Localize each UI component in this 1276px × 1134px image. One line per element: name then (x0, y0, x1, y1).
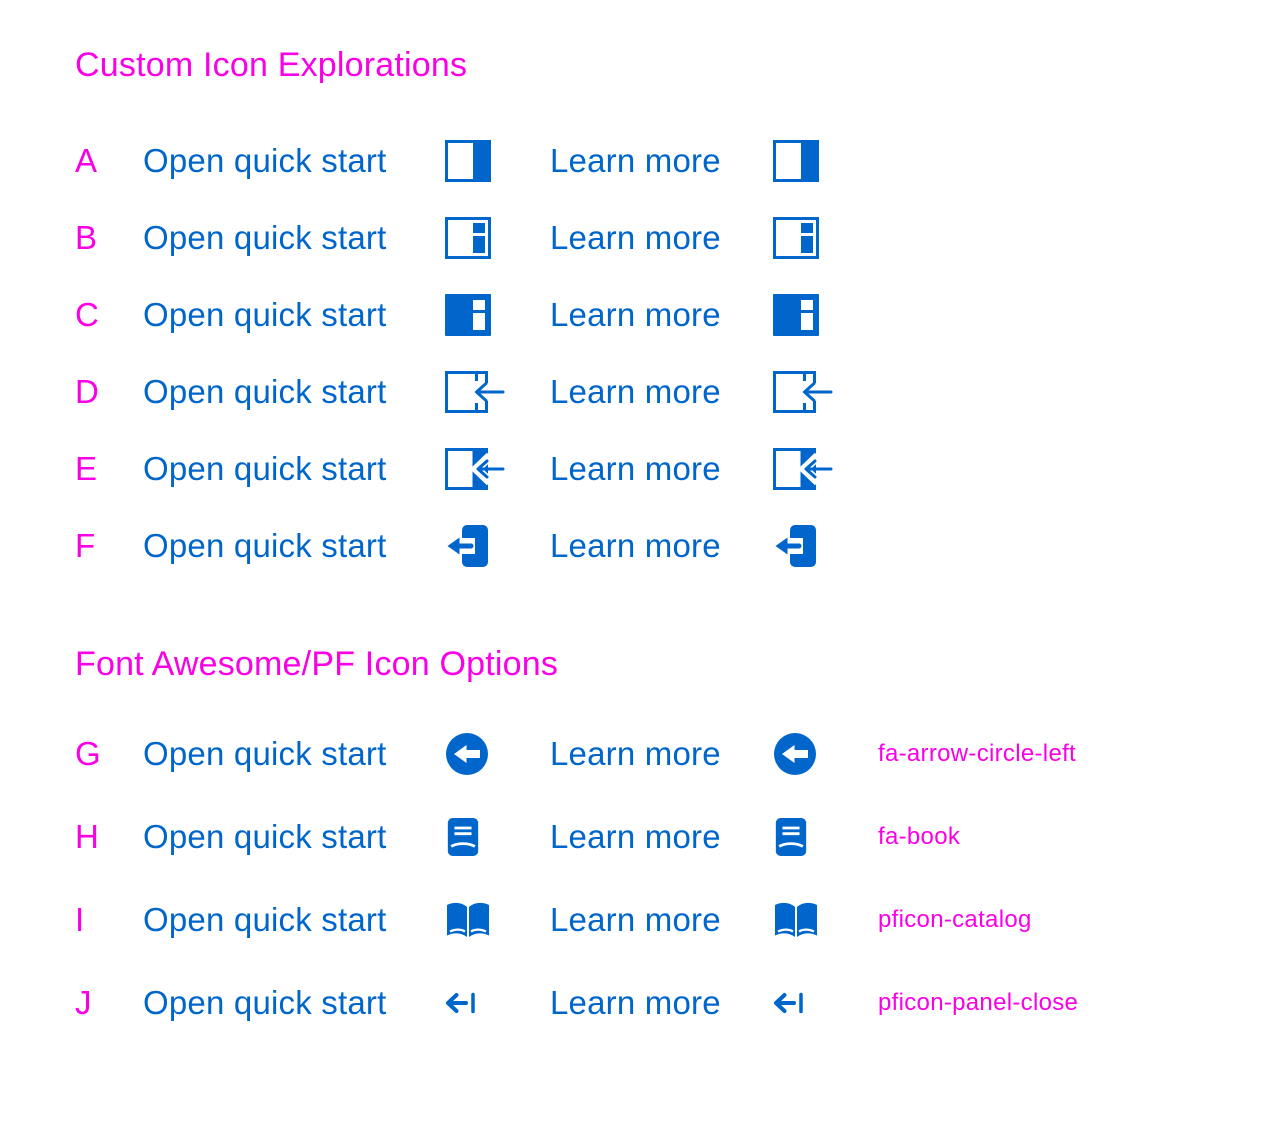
row-letter: A (75, 141, 98, 179)
open-quick-start-link[interactable]: Open quick start (143, 141, 387, 179)
icon-name-label: fa-arrow-circle-left (878, 739, 1077, 767)
open-quick-start-link[interactable]: Open quick start (143, 372, 387, 410)
door-exit-arrow-icon[interactable] (773, 525, 878, 567)
collapse-panel-arrow-outline-icon[interactable] (445, 371, 550, 413)
open-quick-start-link[interactable]: Open quick start (143, 526, 387, 564)
learn-more-link[interactable]: Learn more (550, 734, 721, 772)
open-quick-start-link[interactable]: Open quick start (143, 734, 387, 772)
icon-option-row-e: E Open quick start Learn more (75, 430, 1276, 507)
fa-book-icon[interactable] (445, 817, 550, 857)
icon-option-row-d: D Open quick start Learn more (75, 353, 1276, 430)
open-quick-start-link[interactable]: Open quick start (143, 817, 387, 855)
pficon-panel-close-icon[interactable] (773, 990, 878, 1016)
icon-name-label: pficon-panel-close (878, 988, 1079, 1016)
collapse-panel-arrow-outline-icon[interactable] (773, 371, 878, 413)
panel-right-content-outline-icon[interactable] (445, 217, 550, 259)
pficon-catalog-icon[interactable] (445, 900, 550, 940)
icon-option-row-c: C Open quick start Learn more (75, 276, 1276, 353)
icon-option-row-g: G Open quick start Learn more fa-arrow-c… (75, 712, 1276, 795)
panel-right-content-solid-icon[interactable] (773, 294, 878, 336)
learn-more-link[interactable]: Learn more (550, 372, 721, 410)
open-quick-start-link[interactable]: Open quick start (143, 295, 387, 333)
panel-right-content-solid-icon[interactable] (445, 294, 550, 336)
open-quick-start-link[interactable]: Open quick start (143, 449, 387, 487)
fa-arrow-circle-left-icon[interactable] (773, 732, 878, 776)
row-letter: H (75, 817, 99, 855)
panel-right-filled-icon[interactable] (445, 140, 550, 182)
section-title-custom-icons: Custom Icon Explorations (75, 46, 468, 84)
collapse-panel-arrow-filled-icon[interactable] (445, 448, 550, 490)
pficon-panel-close-icon[interactable] (445, 990, 550, 1016)
row-letter: J (75, 983, 92, 1021)
row-letter: G (75, 734, 101, 772)
learn-more-link[interactable]: Learn more (550, 141, 721, 179)
icon-name-label: pficon-catalog (878, 905, 1032, 933)
learn-more-link[interactable]: Learn more (550, 526, 721, 564)
icon-option-row-i: I Open quick start Learn more pficon-cat… (75, 878, 1276, 961)
learn-more-link[interactable]: Learn more (550, 983, 721, 1021)
icon-option-row-h: H Open quick start Learn more fa-book (75, 795, 1276, 878)
collapse-panel-arrow-filled-icon[interactable] (773, 448, 878, 490)
pficon-catalog-icon[interactable] (773, 900, 878, 940)
icon-exploration-sheet: Custom Icon Explorations A Open quick st… (75, 46, 1276, 1044)
icon-option-row-a: A Open quick start Learn more (75, 122, 1276, 199)
fa-book-icon[interactable] (773, 817, 878, 857)
icon-option-row-b: B Open quick start Learn more (75, 199, 1276, 276)
learn-more-link[interactable]: Learn more (550, 900, 721, 938)
row-letter: B (75, 218, 98, 256)
row-letter: C (75, 295, 99, 333)
door-exit-arrow-icon[interactable] (445, 525, 550, 567)
open-quick-start-link[interactable]: Open quick start (143, 983, 387, 1021)
icon-option-row-f: F Open quick start Learn more (75, 507, 1276, 584)
panel-right-filled-icon[interactable] (773, 140, 878, 182)
learn-more-link[interactable]: Learn more (550, 218, 721, 256)
open-quick-start-link[interactable]: Open quick start (143, 218, 387, 256)
row-letter: D (75, 372, 99, 410)
fa-arrow-circle-left-icon[interactable] (445, 732, 550, 776)
icon-option-row-j: J Open quick start Learn more pficon-pan… (75, 961, 1276, 1044)
row-letter: E (75, 449, 98, 487)
section-title-fa-pf-icons: Font Awesome/PF Icon Options (75, 645, 559, 684)
learn-more-link[interactable]: Learn more (550, 817, 721, 855)
row-letter: F (75, 526, 96, 564)
open-quick-start-link[interactable]: Open quick start (143, 900, 387, 938)
learn-more-link[interactable]: Learn more (550, 449, 721, 487)
icon-name-label: fa-book (878, 822, 961, 850)
panel-right-content-outline-icon[interactable] (773, 217, 878, 259)
row-letter: I (75, 900, 85, 938)
learn-more-link[interactable]: Learn more (550, 295, 721, 333)
